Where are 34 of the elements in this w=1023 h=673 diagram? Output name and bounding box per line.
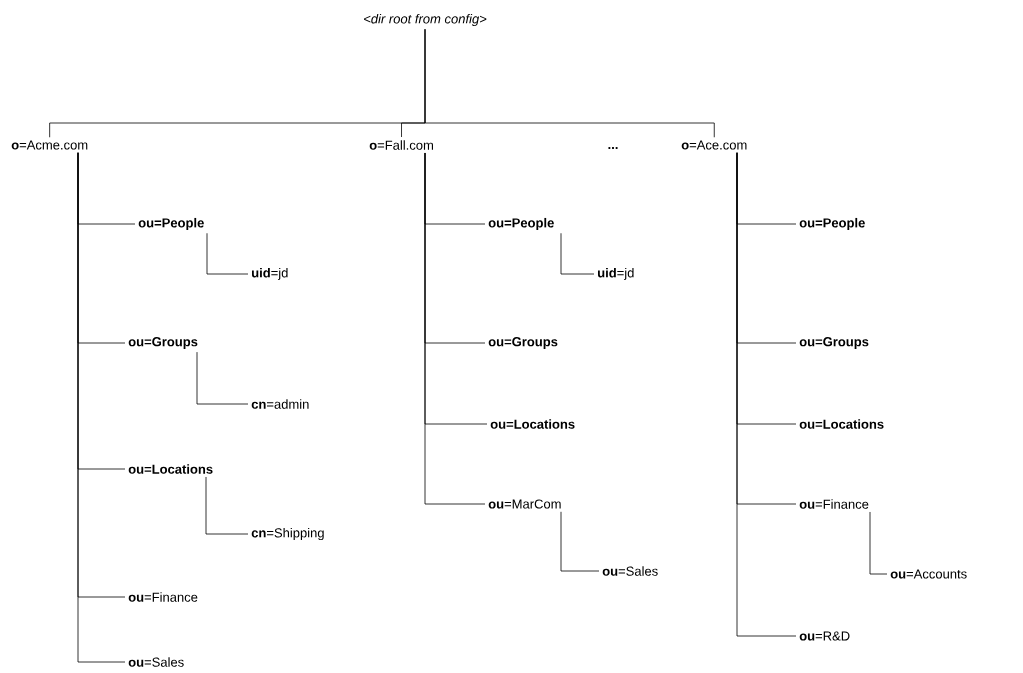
entry-label: o=Acme.com — [11, 140, 88, 150]
root-label: <dir root from config> — [364, 13, 487, 27]
entry-label: ou=Groups — [488, 337, 558, 349]
entry-label: ou=Sales — [602, 566, 658, 576]
entry-label: ou=MarCom — [488, 499, 561, 509]
entry-label: ou=Accounts — [890, 569, 967, 579]
entry-label: ou=Locations — [490, 419, 575, 429]
entry-label: ou=People — [799, 217, 865, 231]
entry-label: ou=People — [488, 217, 554, 231]
ellipsis: ... — [608, 147, 618, 149]
entry-label: o=Fall.com — [369, 140, 433, 150]
tree-line — [560, 511, 600, 572]
tree-line — [560, 232, 595, 275]
tree-line — [196, 351, 249, 405]
entry-label: ou=Sales — [128, 657, 184, 667]
entry-label: ou=R&D — [799, 631, 850, 641]
entry-label: ou=Groups — [128, 337, 198, 349]
tree-line — [206, 232, 249, 275]
tree-line — [736, 152, 797, 637]
tree-line — [869, 511, 888, 575]
entry-label: uid=jd — [598, 267, 634, 281]
entry-label: cn=admin — [251, 399, 309, 409]
tree-line — [424, 28, 715, 138]
entry-label: ou=Finance — [128, 592, 198, 602]
entry-label: ou=People — [138, 217, 204, 231]
tree-line — [205, 476, 249, 535]
entry-label: ou=Locations — [799, 419, 884, 429]
entry-label: uid=jd — [252, 267, 288, 281]
entry-label: ou=Finance — [799, 499, 869, 509]
tree-line — [424, 152, 486, 505]
entry-label: cn=Shipping — [251, 527, 324, 541]
entry-label: ou=Groups — [799, 337, 869, 349]
entry-label: ou=Locations — [128, 464, 213, 474]
entry-label: o=Ace.com — [681, 140, 747, 150]
